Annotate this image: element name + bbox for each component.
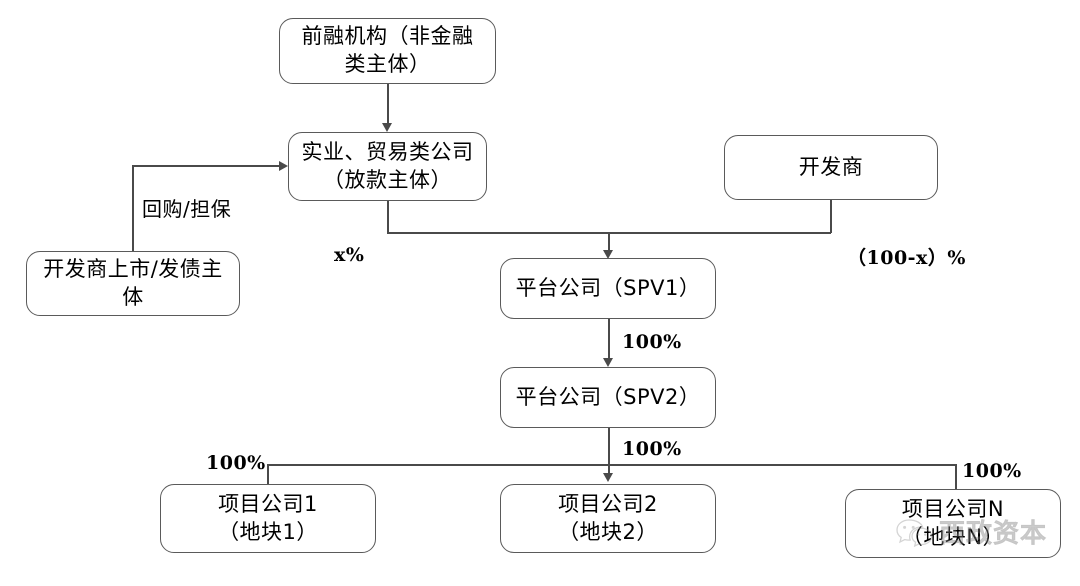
label-x-percent: x% [334, 244, 365, 266]
label-spv2-branch-share: 100% [622, 438, 682, 460]
edge-developer-down [830, 200, 832, 233]
node-project-company-2: 项目公司2 （地块2） [500, 484, 716, 553]
node-label: 前融机构（非金融 类主体） [301, 24, 474, 76]
edge-merge-to-spv1 [608, 232, 610, 253]
label-project1-share: 100% [206, 452, 266, 474]
node-project-company-n: 项目公司N （地块N） [845, 489, 1061, 558]
label-hundred-minus-x-percent: （100-x）% [847, 247, 966, 269]
arrowhead-guarantor-to-lender [279, 161, 288, 171]
node-project-company-1: 项目公司1 （地块1） [160, 484, 376, 553]
edge-prefinance-to-lender [387, 84, 389, 124]
node-label: 开发商上市/发债主 体 [43, 256, 223, 309]
node-label: 开发商 [798, 154, 864, 179]
arrowhead-spv2-to-project2 [603, 473, 613, 482]
arrowhead-merge-to-spv1 [603, 250, 613, 259]
edge-guarantor-horizontal [132, 165, 280, 167]
edge-branch-right-down [955, 464, 957, 491]
label-projectn-share: 100% [962, 460, 1022, 482]
node-label: 项目公司2 （地块2） [558, 491, 658, 544]
edge-branch-left-down [267, 464, 269, 486]
edge-lender-down [387, 201, 389, 233]
edge-spv1-to-spv2 [608, 319, 610, 359]
label-repurchase-guarantee: 回购/担保 [142, 197, 232, 221]
node-label: 项目公司N （地块N） [901, 496, 1005, 549]
node-label: 平台公司（SPV1） [515, 275, 701, 300]
node-lending-entity: 实业、贸易类公司 （放款主体） [288, 132, 487, 201]
arrowhead-prefinance-to-lender [382, 123, 392, 132]
node-developer: 开发商 [724, 135, 938, 200]
label-spv1-to-spv2-share: 100% [622, 331, 682, 353]
edge-guarantor-vertical [132, 165, 134, 251]
node-spv1: 平台公司（SPV1） [500, 258, 716, 319]
node-listed-bond-issuer: 开发商上市/发债主 体 [26, 251, 240, 316]
node-label: 平台公司（SPV2） [515, 384, 701, 409]
node-spv2: 平台公司（SPV2） [500, 367, 716, 428]
node-label: 实业、贸易类公司 （放款主体） [301, 139, 474, 192]
edge-spv2-down [608, 428, 610, 474]
arrowhead-spv1-to-spv2 [603, 358, 613, 367]
node-label: 项目公司1 （地块1） [218, 491, 318, 544]
node-prefinance-institution: 前融机构（非金融 类主体） [279, 18, 496, 84]
edge-branch-bar [267, 464, 956, 466]
